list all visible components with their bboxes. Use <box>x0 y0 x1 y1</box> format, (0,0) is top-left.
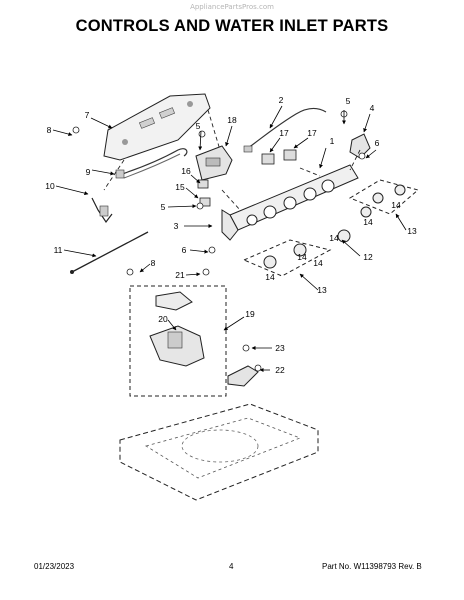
part-dashed-leader-lines-upper <box>103 109 361 211</box>
callout-5-middle: 5 <box>196 121 201 131</box>
callout-13-right: 13 <box>407 226 417 236</box>
callout-10: 10 <box>45 181 55 191</box>
part-bracket-22 <box>227 365 259 387</box>
callout-6-right: 6 <box>375 138 380 148</box>
callout-5-lower: 5 <box>161 202 166 212</box>
callout-4: 4 <box>370 103 375 113</box>
callout-14-e: 14 <box>265 272 275 282</box>
page-title: CONTROLS AND WATER INLET PARTS <box>75 17 389 35</box>
callout-23: 23 <box>275 343 285 353</box>
callout-5-top: 5 <box>346 96 351 106</box>
part-switches <box>197 149 297 207</box>
callout-20: 20 <box>158 314 168 324</box>
callout-6-left: 6 <box>182 245 187 255</box>
part-console-panel-1 <box>221 164 359 241</box>
callout-22: 22 <box>275 365 285 375</box>
part-lid-lock-4 <box>349 133 371 159</box>
part-wire-harness-10 <box>91 197 113 224</box>
callout-18: 18 <box>227 115 237 125</box>
part-wire-11 <box>70 231 149 274</box>
callout-11: 11 <box>54 245 63 255</box>
callout-2: 2 <box>279 95 284 105</box>
footer-part-number: Part No. W11398793 Rev. B <box>322 562 422 571</box>
part-knob-group-right <box>348 179 420 218</box>
part-water-valve-assembly-19 <box>129 285 227 397</box>
callout-1: 1 <box>330 136 335 146</box>
watermark-text: AppliancePartsPros.com <box>190 3 274 11</box>
callout-14-d: 14 <box>297 252 307 262</box>
callout-17-right: 17 <box>307 128 317 138</box>
footer-date: 01/23/2023 <box>34 562 75 571</box>
callout-12: 12 <box>363 252 373 262</box>
part-user-interface-board-18 <box>195 145 233 181</box>
callout-9: 9 <box>86 167 91 177</box>
part-screws <box>72 110 366 372</box>
callout-13-left: 13 <box>317 285 327 295</box>
callout-7: 7 <box>85 110 90 120</box>
leader-lines <box>52 105 407 372</box>
callout-21: 21 <box>175 270 185 280</box>
callout-14-f: 14 <box>313 258 323 268</box>
footer-page-number: 4 <box>229 562 234 571</box>
part-wire-harness-9 <box>115 148 188 179</box>
part-console-back-panel <box>103 93 211 161</box>
callout-8-upper: 8 <box>47 125 52 135</box>
callout-8-lower: 8 <box>151 258 156 268</box>
part-wire-harness-2 <box>243 107 327 153</box>
part-top-frame <box>119 403 319 501</box>
callout-14-a: 14 <box>391 200 401 210</box>
callout-15: 15 <box>175 182 185 192</box>
part-knob-group-left <box>242 229 351 277</box>
callout-17-left: 17 <box>279 128 289 138</box>
callout-16: 16 <box>181 166 191 176</box>
callout-19: 19 <box>245 309 255 319</box>
callout-14-c: 14 <box>329 233 339 243</box>
callout-14-b: 14 <box>363 217 373 227</box>
callout-3: 3 <box>174 221 179 231</box>
